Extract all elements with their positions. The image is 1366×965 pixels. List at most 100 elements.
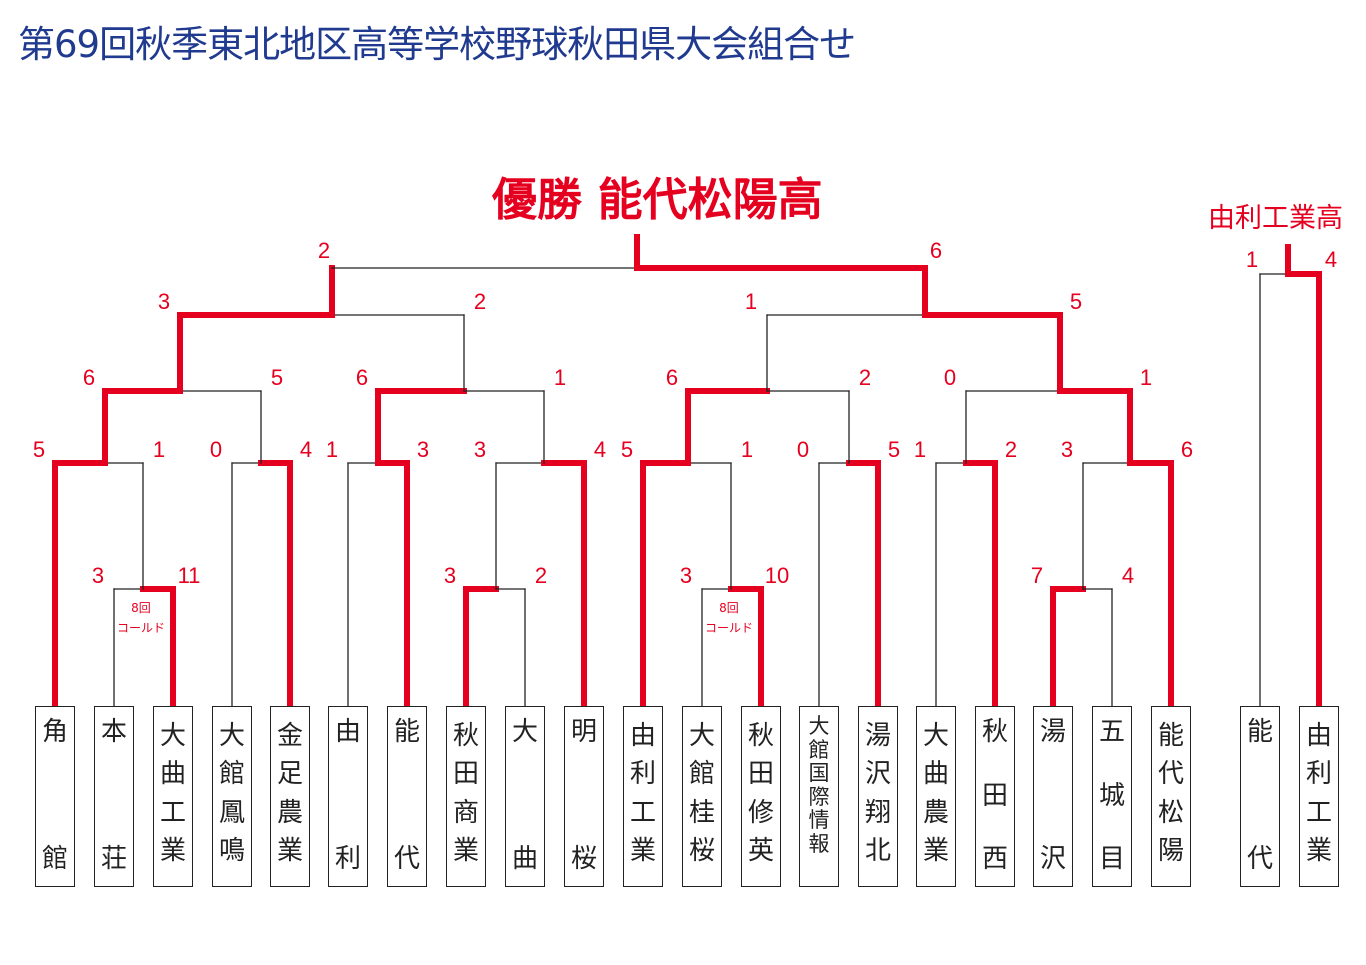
team-name-char: 館 [808,737,830,762]
team-box: 由利工業 [623,706,663,887]
team-name: 能代 [388,707,426,886]
team-name-char: 桜 [688,836,715,867]
team-name: 由利工業 [1300,707,1338,886]
team-name-char: 業 [452,836,479,867]
qf-b-score-left: 6 [356,365,368,390]
team-name: 五城目 [1093,707,1131,886]
team-name-char: 北 [864,836,891,867]
r2-g-score-right: 2 [1005,437,1017,462]
team-name-char: 大 [511,717,538,747]
r2-e-score-left: 5 [621,437,633,462]
team-name: 由利工業 [624,707,662,886]
team-name: 大館国際情報 [800,707,838,886]
team-name-char: 工 [1305,797,1332,828]
team-box: 能代 [387,706,427,887]
team-name-char: 金 [276,721,303,751]
side-winner-label: 由利工業高 [1208,203,1343,234]
team-name-char: 陽 [1157,836,1184,867]
team-name: 能代 [1241,707,1279,886]
team-box: 五城目 [1092,706,1132,887]
team-name-char: 曲 [922,759,949,790]
team-name-char: 代 [1157,759,1184,790]
r2-a-score-left: 5 [33,437,45,462]
team-box: 大曲 [505,706,545,887]
team-name: 大館鳳鳴 [213,707,251,886]
team-name-char: 農 [276,797,303,828]
team-name: 秋田西 [976,707,1014,886]
r2-e-score-right: 1 [741,437,753,462]
r2-a-score-right: 1 [153,437,165,462]
team-name-char: 由 [629,721,656,751]
team-box: 秋田商業 [446,706,486,887]
r2-d-score-left: 3 [474,437,486,462]
r2-h-score-left: 3 [1061,437,1073,462]
r2-f-score-left: 0 [797,437,809,462]
team-name-char: 本 [100,717,127,747]
r2-d-score-right: 4 [594,437,606,462]
team-box: 由利 [328,706,368,887]
sf-b-score-left: 1 [745,289,757,314]
team-name-char: 田 [452,759,479,790]
team-name-char: 城 [1098,780,1125,811]
team-name-char: 業 [1305,836,1332,867]
team-name: 明桜 [565,707,603,886]
qf-d-score-right: 1 [1140,365,1152,390]
team-name: 秋田商業 [447,707,485,886]
team-name-char: 際 [808,784,830,809]
team-name-char: 松 [1157,797,1184,828]
team-name-char: 田 [747,759,774,790]
team-name-char: 秋 [981,717,1008,747]
team-name-char: 鳴 [218,836,245,867]
team-name-char: 利 [334,844,361,874]
r2-c-score-right: 3 [417,437,429,462]
team-name-char: 館 [688,759,715,790]
team-name-char: 目 [1098,844,1125,874]
team-name-char: 五 [1098,717,1125,747]
team-name: 大曲 [506,707,544,886]
team-name-char: 業 [276,836,303,867]
r2-g-score-left: 1 [914,437,926,462]
r1-b-score-right: 2 [535,563,547,588]
page-title: 第69回秋季東北地区高等学校野球秋田県大会組合せ [18,23,856,66]
team-name: 湯沢 [1034,707,1072,886]
team-name-char: 秋 [452,721,479,751]
team-name-char: 沢 [864,759,891,790]
team-name-char: 明 [570,717,597,747]
team-name-char: 代 [1246,844,1273,874]
team-name-char: 沢 [1039,844,1066,874]
team-box: 大曲農業 [916,706,956,887]
r1-d-score-left: 7 [1031,563,1043,588]
team-name-char: 業 [159,836,186,867]
team-name-char: 農 [922,797,949,828]
team-name-char: 情 [808,808,830,833]
team-name-char: 大 [218,721,245,751]
team-name: 大曲農業 [917,707,955,886]
team-name-char: 館 [218,759,245,790]
team-name-char: 修 [747,797,774,828]
team-name-char: 業 [629,836,656,867]
team-name-char: 英 [747,836,774,867]
team-name-char: 大 [688,721,715,751]
team-name-char: 大 [922,721,949,751]
team-name-char: 田 [981,780,1008,811]
r1-c-score-left: 3 [680,563,692,588]
team-box: 湯沢 [1033,706,1073,887]
team-box: 能代 [1240,706,1280,887]
team-name-char: 由 [334,717,361,747]
team-name-char: 商 [452,797,479,828]
team-box: 本荘 [94,706,134,887]
r2-b-score-left: 0 [210,437,222,462]
final-score-left: 2 [318,238,330,263]
team-name-char: 秋 [747,721,774,751]
team-name-char: 大 [159,721,186,751]
team-box: 大曲工業 [153,706,193,887]
team-name-char: 報 [808,831,830,856]
team-name-char: 能 [1246,717,1273,747]
note-innings: 8回 [719,601,739,615]
team-box: 由利工業 [1299,706,1339,887]
qf-c-score-right: 2 [859,365,871,390]
r2-c-score-left: 1 [326,437,338,462]
r2-b-score-right: 4 [300,437,312,462]
qf-b-score-right: 1 [554,365,566,390]
r1-c-score-right: 10 [765,563,789,588]
